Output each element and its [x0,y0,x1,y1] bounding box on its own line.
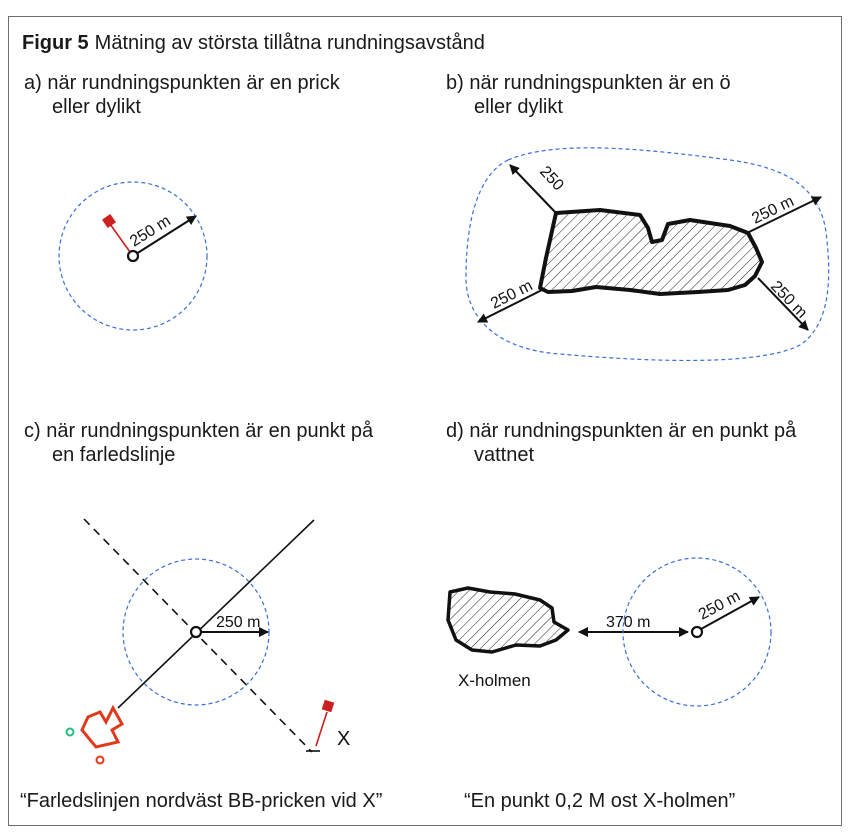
panel-b-island [538,208,764,296]
panel-a-heading-1: a) när rundningspunkten är en prick [24,72,340,94]
panel-d-caption: “En punkt 0,2 M ost X-holmen” [464,790,736,812]
panel-c-diagram: 250 m X [65,518,350,765]
panel-d-diagram: X-holmen 370 m 250 m [446,557,772,707]
panel-c-mark-pole [315,711,328,747]
panel-c-red-dot [95,755,105,765]
panel-a-radius-arrow [135,215,197,255]
panel-c-caption: “Farledslinjen nordväst BB-pricken vid X… [20,790,383,812]
panel-a-diagram: 250 m [58,181,208,331]
panel-d-radius-arrow [700,596,760,630]
panel-c-distance-label: 250 m [216,614,260,631]
panel-d-island-label: X-holmen [458,671,531,690]
panel-d-heading-1: d) när rundningspunkten är en punkt på [446,420,797,442]
panel-d-heading-2: vattnet [474,444,535,466]
panel-b-label-ne: 250 m [749,193,796,228]
panel-b-diagram: 250 250 m 250 m 250 m [465,147,830,362]
panel-d-island [446,586,570,654]
panel-c-green-dot [65,727,75,737]
panel-c-rounding-point [189,625,203,639]
panel-b-arrow-se [757,277,809,331]
panel-d-rounding-point [690,625,704,639]
panel-b-arrow-ne [748,196,822,233]
panel-b-arrow-nw [509,164,557,214]
panel-b-arrow-sw [477,289,543,323]
figure-heading: Mätning av största tillåtna rundningsavs… [94,32,485,54]
panel-b-heading-2: eller dylikt [474,96,563,118]
figure-label: Figur 5 [22,32,89,54]
panel-c-mark-flag [321,699,335,713]
panel-b-label-se: 250 m [767,278,810,322]
panel-a-mark-pole [109,223,131,253]
panel-a-rounding-point [126,249,140,263]
panel-d-radius-circle [622,557,772,707]
panel-b-heading-1: b) när rundningspunkten är en ö [446,72,731,94]
figure-frame [8,16,842,826]
panel-a-heading-2: eller dylikt [52,96,141,118]
panel-c-heading-2: en farledslinje [52,444,176,466]
panel-c-fairway-line [117,519,315,709]
panel-c-dashed-line [83,518,313,753]
panel-c-heading-1: c) när rundningspunkten är en punkt på [24,420,374,442]
panel-c-direction-symbol [80,704,125,749]
panel-b-distance-boundary [465,147,830,362]
panel-b-label-sw: 250 m [488,277,535,312]
panel-c-x-label: X [337,728,350,750]
panel-b-label-nw: 250 [536,163,567,194]
panel-c-radius-circle [122,558,270,706]
panel-d-between-label: 370 m [606,614,650,631]
panel-a-radius-circle [58,181,208,331]
panel-a-mark-flag [102,214,116,228]
